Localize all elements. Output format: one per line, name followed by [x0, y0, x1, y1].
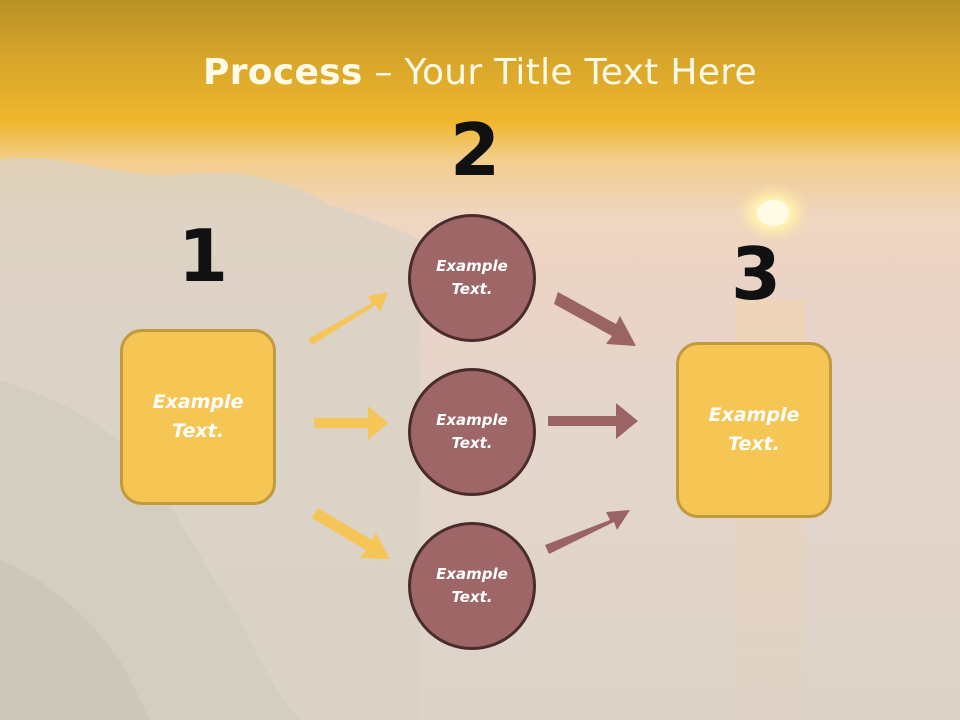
step-box-1-line1: Example: [152, 391, 244, 413]
circle-middle-line2: Text.: [451, 434, 493, 452]
title-rest: Your Title Text Here: [404, 52, 757, 93]
arrow-1-to-bottom: [312, 508, 390, 559]
circle-bottom-line1: Example: [436, 565, 508, 583]
circle-middle-line1: Example: [436, 411, 508, 429]
step-number-3: 3: [731, 232, 782, 316]
title-dash: –: [374, 52, 393, 93]
step-number-2: 2: [450, 108, 501, 192]
title-bold: Process: [203, 52, 363, 93]
step-box-1-line2: Text.: [172, 420, 224, 442]
circle-bottom-line2: Text.: [451, 588, 493, 606]
arrow-bottom-to-3: [545, 510, 630, 554]
slide-title: Process – Your Title Text Here: [0, 52, 960, 93]
step-circle-bottom: Example Text.: [408, 522, 536, 650]
step-circle-top: Example Text.: [408, 214, 536, 342]
arrow-1-to-top: [308, 292, 388, 345]
step-number-1: 1: [178, 214, 229, 298]
step-circle-middle: Example Text.: [408, 368, 536, 496]
step-box-3-line1: Example: [708, 404, 800, 426]
circle-top-line1: Example: [436, 257, 508, 275]
step-box-3-line2: Text.: [728, 433, 780, 455]
arrow-top-to-3: [554, 292, 636, 346]
step-box-1: Example Text.: [120, 329, 276, 505]
arrow-1-to-middle: [314, 406, 388, 440]
circle-top-line2: Text.: [451, 280, 493, 298]
step-box-3: Example Text.: [676, 342, 832, 518]
arrow-middle-to-3: [548, 403, 638, 439]
